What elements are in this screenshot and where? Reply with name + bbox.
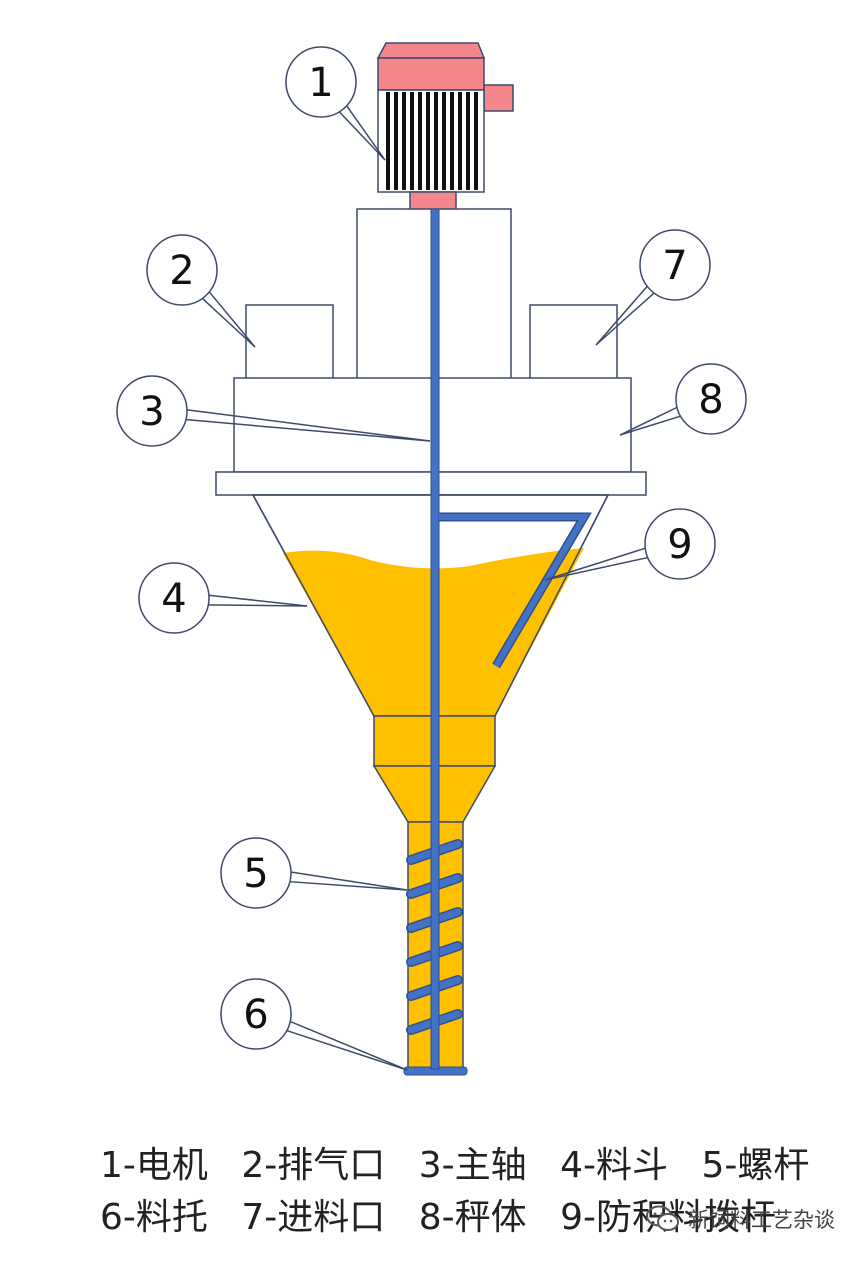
- watermark: 新饲料工艺杂谈: [646, 1204, 835, 1234]
- legend-item: 1-电机: [100, 1145, 208, 1186]
- callout-3: 3: [116, 375, 431, 447]
- callout-9: 9: [544, 508, 716, 581]
- legend-item: 2-排气口: [241, 1145, 386, 1186]
- callout-number: 2: [169, 248, 194, 294]
- callout-number: 7: [662, 243, 687, 289]
- feed-inlet: [529, 304, 618, 380]
- callout-number: 1: [308, 60, 333, 106]
- callout-number: 4: [161, 576, 186, 622]
- motor-fins: [386, 92, 478, 190]
- callout-number: 3: [139, 389, 164, 435]
- exhaust-port: [245, 304, 334, 380]
- main-shaft: [430, 208, 440, 1070]
- callout-number: 8: [698, 377, 723, 423]
- callout-5: 5: [220, 837, 408, 909]
- legend-item: 7-进料口: [241, 1197, 386, 1238]
- motor: [376, 42, 514, 211]
- callout-number: 6: [243, 992, 268, 1038]
- wechat-icon: [646, 1205, 679, 1231]
- legend-item: 3-主轴: [418, 1145, 527, 1186]
- callout-number: 5: [243, 851, 268, 897]
- callout-4: 4: [138, 562, 308, 634]
- legend-item: 4-料斗: [560, 1145, 668, 1186]
- callout-6: 6: [220, 978, 408, 1071]
- callout-7: 7: [595, 229, 711, 346]
- callout-2: 2: [146, 234, 256, 348]
- legend-item: 6-料托: [100, 1197, 208, 1238]
- callout-number: 9: [667, 522, 692, 568]
- legend-line-1: 1-电机 2-排气口 3-主轴 4-料斗 5-螺杆: [100, 1136, 860, 1188]
- watermark-text: 新饲料工艺杂谈: [688, 1208, 835, 1232]
- callout-8: 8: [619, 363, 747, 436]
- legend-item: 8-秤体: [418, 1197, 527, 1238]
- callout-1: 1: [285, 46, 386, 161]
- legend-item: 5-螺杆: [701, 1145, 810, 1186]
- legend-line-2: 6-料托 7-进料口 8-秤体 9-防积料拨杆: [100, 1188, 860, 1240]
